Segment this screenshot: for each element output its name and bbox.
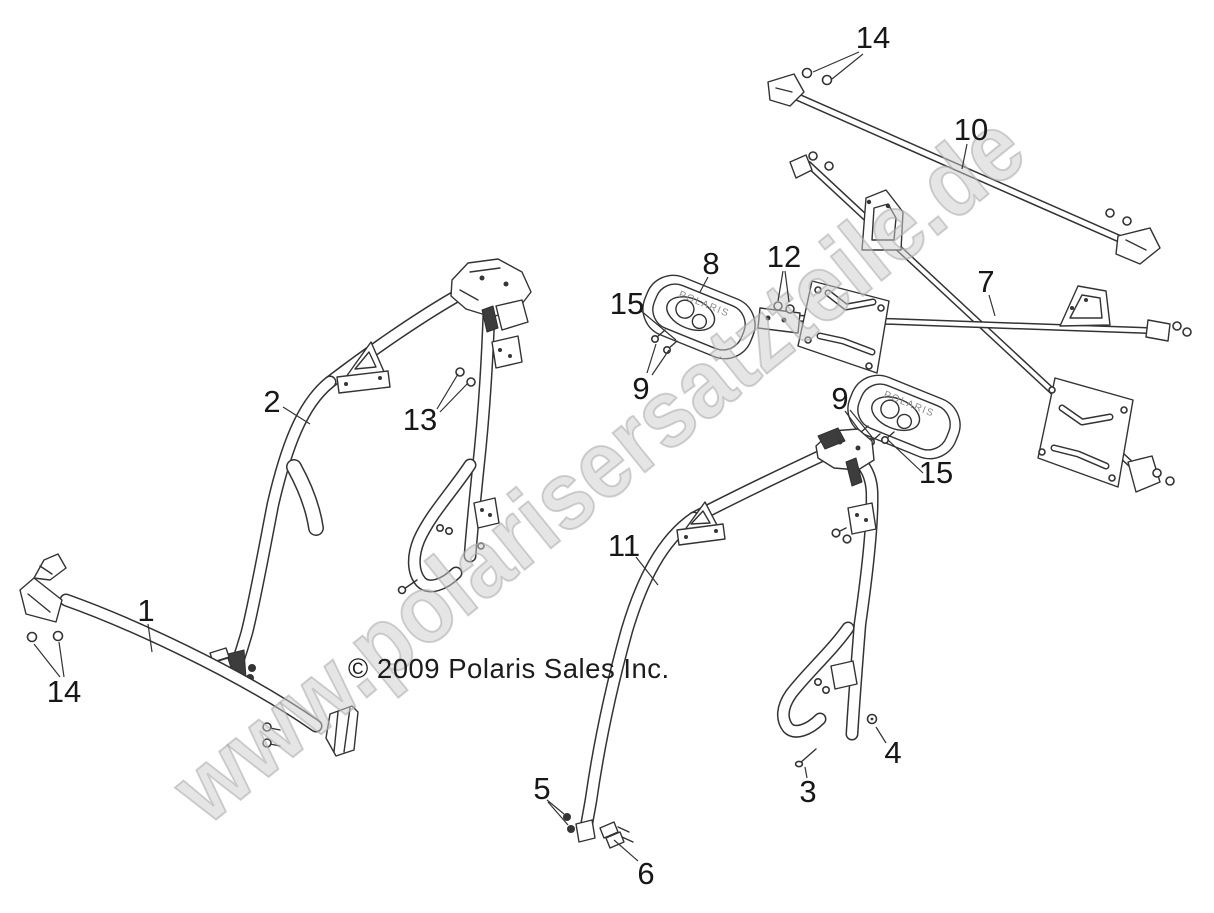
vent-plate-right: [1037, 377, 1175, 493]
callout-leader-5: [546, 799, 565, 815]
bolt-14: [801, 67, 813, 79]
bolt: [1182, 327, 1192, 337]
callout-leader-13: [439, 382, 469, 413]
clamp-6: [599, 821, 619, 839]
callout-leader-11: [635, 556, 659, 586]
callout-8: 8: [702, 246, 719, 281]
callout-leader-12: [784, 270, 790, 303]
bolt: [1122, 216, 1132, 226]
callout-11: 11: [608, 528, 640, 563]
bolt: [397, 585, 407, 595]
callout-4: 4: [884, 735, 901, 770]
callout-6: 6: [637, 856, 654, 891]
callout-15: 15: [919, 455, 953, 490]
callout-9: 9: [632, 371, 649, 406]
callout-leader-15: [639, 309, 677, 341]
bolt: [824, 161, 834, 171]
callout-leader-9: [849, 409, 873, 438]
callout-leader-6: [613, 839, 639, 862]
callout-leader-14: [812, 51, 860, 73]
bolt-14: [26, 631, 38, 643]
callout-14: 14: [856, 20, 890, 55]
screw-15: [880, 435, 889, 444]
callout-2: 2: [263, 384, 280, 419]
callout-12: 12: [767, 239, 801, 274]
part-8-speaker-pod-left: POLARIS: [642, 274, 756, 360]
pin-3: [799, 748, 817, 764]
callout-leader-3: [804, 766, 808, 779]
callout-leader-7: [988, 294, 996, 317]
bolt-12: [773, 301, 783, 311]
bolt: [262, 722, 272, 732]
callout-3: 3: [799, 774, 816, 809]
callout-leader-4: [875, 726, 887, 744]
frame2-hinge-mark: [481, 305, 499, 333]
part-10-top-bar: [767, 67, 1161, 265]
bolt: [1105, 208, 1115, 218]
callout-leader-14: [58, 641, 65, 678]
bolt: [1152, 468, 1162, 478]
callout-leader-13: [436, 373, 459, 410]
callout-leader-8: [699, 276, 709, 293]
callout-5: 5: [533, 771, 550, 806]
bolt: [808, 151, 818, 161]
callout-leader-14: [831, 53, 864, 80]
diag-end-bracket: [1127, 455, 1161, 493]
callout-leader-10: [961, 143, 968, 170]
annotations: © 2009 Polaris Sales Inc. 14101281597213…: [33, 20, 996, 891]
callout-9: 9: [831, 381, 848, 416]
part-1-front-bar: [19, 553, 359, 757]
diag-bar-left-cap: [789, 154, 813, 179]
bolt: [262, 738, 272, 748]
bolt: [831, 528, 841, 538]
callout-7: 7: [977, 264, 994, 299]
bolt-13: [466, 377, 476, 387]
pod-left-screws: [650, 329, 678, 354]
callout-leader-9: [844, 410, 860, 431]
frame2-mid-bracket: [491, 335, 523, 369]
bolt-14: [821, 74, 833, 86]
callout-leader-15: [887, 439, 924, 474]
frame11-hinge-mark: [845, 457, 863, 487]
bolt-5: [563, 813, 571, 821]
screw-15: [650, 334, 659, 343]
bolt: [842, 534, 852, 544]
crossbar-tri-bracket: [1059, 285, 1111, 327]
callout-leader-5: [547, 801, 569, 826]
callout-leader-1: [147, 623, 153, 653]
bolt: [1172, 321, 1182, 331]
part-11-cab-frame-right: [563, 427, 879, 849]
bolt-5: [567, 825, 575, 833]
bar1-right-flare: [325, 705, 359, 757]
bolt: [1165, 476, 1175, 486]
crossbar-end-bracket: [1145, 319, 1171, 342]
frame11-foot: [575, 819, 596, 843]
callout-1: 1: [137, 593, 154, 628]
callout-10: 10: [954, 112, 988, 147]
bar1-left-end: [19, 577, 63, 623]
callout-leader-9: [646, 343, 657, 374]
bolt-14: [52, 630, 64, 642]
callout-13: 13: [403, 402, 437, 437]
callout-15: 15: [610, 286, 644, 321]
copyright-text: © 2009 Polaris Sales Inc.: [348, 653, 670, 684]
callout-leader-12: [777, 270, 784, 302]
part-2-cab-frame-left: [209, 258, 532, 682]
callout-leader-9: [651, 349, 670, 376]
callout-14: 14: [47, 674, 81, 709]
parts-layer: POLARIS POLARIS: [19, 67, 1192, 849]
callout-leader-14: [33, 643, 61, 678]
frame11-mid-bracket: [847, 502, 877, 535]
frame11-loop-bracket: [830, 660, 858, 690]
bolt-12: [785, 304, 795, 314]
frame2-lower-bracket: [473, 497, 500, 529]
clamp-6: [605, 831, 625, 849]
callout-leader-2: [282, 406, 311, 425]
vent-plate-left: [797, 280, 890, 374]
